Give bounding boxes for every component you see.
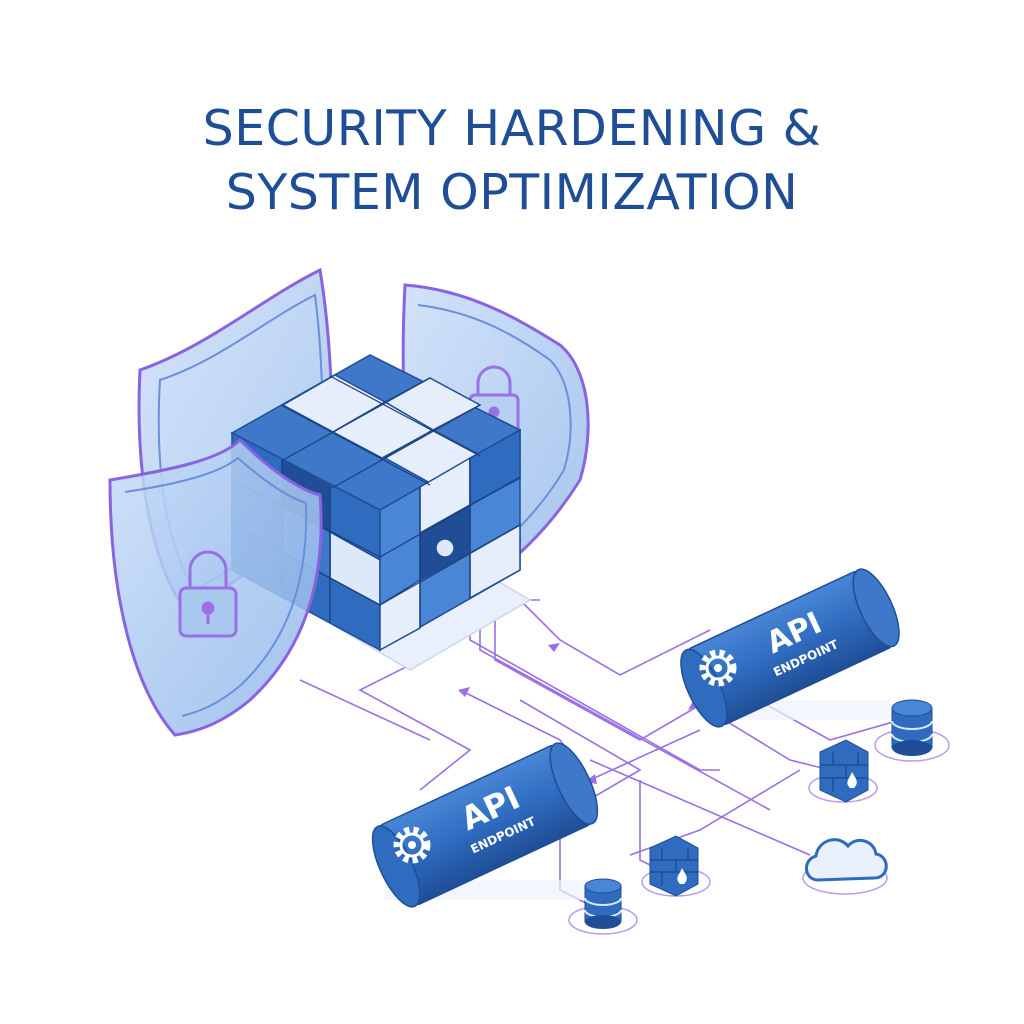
api-endpoint-icon[interactable]: API ENDPOINT xyxy=(672,563,909,733)
connector-line xyxy=(699,704,831,771)
arrow-icon xyxy=(458,687,470,697)
api-endpoint-icon[interactable]: API ENDPOINT xyxy=(363,737,607,913)
arrow-icon xyxy=(548,643,560,652)
connector-line xyxy=(358,654,472,791)
cloud-icon xyxy=(802,838,888,895)
title-line-1: SECURITY HARDENING & xyxy=(202,99,822,157)
gear-icon xyxy=(393,826,431,864)
connector-line xyxy=(519,699,642,806)
arrow-icon xyxy=(688,701,700,710)
connector-line xyxy=(629,769,801,856)
connector-line xyxy=(519,599,711,676)
firewall-icon xyxy=(641,835,711,897)
page-title: SECURITY HARDENING & SYSTEM OPTIMIZATION xyxy=(0,97,1024,225)
connector-line xyxy=(589,759,811,856)
firewall-icon xyxy=(808,739,878,803)
shield-icon xyxy=(108,437,323,737)
title-line-2: SYSTEM OPTIMIZATION xyxy=(225,163,799,221)
padlock-icon xyxy=(178,550,238,638)
connector-line xyxy=(299,679,431,741)
gear-icon xyxy=(699,649,737,687)
database-icon xyxy=(874,699,950,762)
database-icon xyxy=(568,878,638,935)
